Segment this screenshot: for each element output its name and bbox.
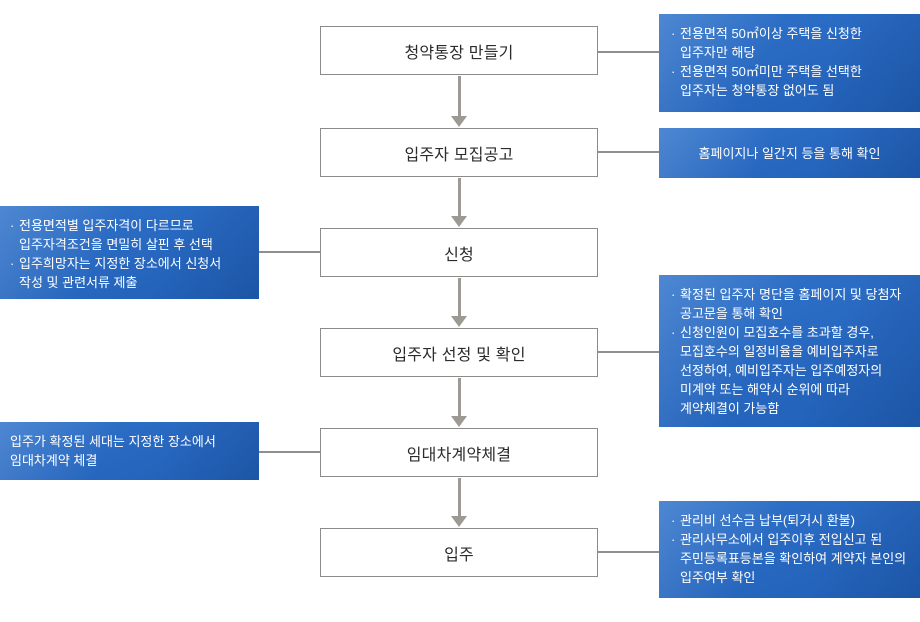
callout-text: 전용면적 50㎡미만 주택을 선택한 입주자는 청약통장 없어도 됨	[680, 64, 862, 98]
callout-item: · 관리비 선수금 납부(퇴거시 환불)	[671, 511, 910, 530]
arrow-down-icon	[451, 478, 467, 527]
bullet: ·	[10, 218, 15, 233]
callout-item: · 전용면적별 입주자격이 다르므로 입주자격조건을 면밀히 살핀 후 선택	[10, 216, 249, 254]
callout-text: 신청인원이 모집호수를 초과할 경우, 모집호수의 일정비율을 예비입주자로 선…	[680, 325, 883, 416]
arrow-down-icon	[451, 178, 467, 227]
callout-application-note: · 전용면적별 입주자격이 다르므로 입주자격조건을 면밀히 살핀 후 선택 ·…	[0, 206, 259, 299]
callout-item: · 신청인원이 모집호수를 초과할 경우, 모집호수의 일정비율을 예비입주자로…	[671, 323, 910, 418]
connector-line	[598, 351, 659, 353]
flow-step-label: 임대차계약체결	[406, 446, 512, 464]
callout-recruitment-notice-note: 홈페이지나 일간지 등을 통해 확인	[659, 128, 920, 178]
arrow-down-icon	[451, 278, 467, 327]
connector-line	[598, 551, 659, 553]
callout-text: 관리사무소에서 입주이후 전입신고 된 주민등록표등본을 확인하여 계약자 본인…	[680, 532, 907, 585]
flow-step-subscription-account: 청약통장 만들기	[320, 26, 598, 75]
arrow-line	[457, 76, 461, 116]
flow-step-label: 입주	[444, 546, 474, 564]
callout-selection-note: · 확정된 입주자 명단을 홈페이지 및 당첨자 공고문을 통해 확인 · 신청…	[659, 275, 920, 427]
callout-item: · 전용면적 50㎡이상 주택을 신청한 입주자만 해당	[671, 24, 910, 62]
bullet: ·	[671, 532, 676, 547]
bullet: ·	[671, 513, 676, 528]
flow-step-label: 청약통장 만들기	[404, 44, 514, 62]
flow-step-move-in: 입주	[320, 528, 598, 577]
arrow-line	[457, 178, 461, 216]
flow-step-lease-contract: 임대차계약체결	[320, 428, 598, 477]
flow-step-selection-confirmation: 입주자 선정 및 확인	[320, 328, 598, 377]
arrow-down-icon	[451, 378, 467, 427]
bullet: ·	[10, 256, 15, 271]
callout-lease-contract-note: 입주가 확정된 세대는 지정한 장소에서 임대차계약 체결	[0, 422, 259, 480]
bullet: ·	[671, 26, 676, 41]
bullet: ·	[671, 325, 676, 340]
arrow-line	[457, 278, 461, 316]
callout-item: 입주가 확정된 세대는 지정한 장소에서 임대차계약 체결	[10, 432, 249, 470]
callout-text: 관리비 선수금 납부(퇴거시 환불)	[680, 513, 855, 528]
callout-text: 전용면적별 입주자격이 다르므로 입주자격조건을 면밀히 살핀 후 선택	[19, 218, 213, 252]
callout-text: 입주희망자는 지정한 장소에서 신청서 작성 및 관련서류 제출	[19, 256, 222, 290]
flow-step-application: 신청	[320, 228, 598, 277]
callout-subscription-account-note: · 전용면적 50㎡이상 주택을 신청한 입주자만 해당 · 전용면적 50㎡미…	[659, 14, 920, 112]
flow-step-label: 입주자 모집공고	[404, 146, 514, 164]
arrow-head	[451, 416, 467, 427]
connector-line	[259, 251, 320, 253]
bullet: ·	[671, 64, 676, 79]
bullet: ·	[671, 287, 676, 302]
callout-item: · 입주희망자는 지정한 장소에서 신청서 작성 및 관련서류 제출	[10, 254, 249, 292]
arrow-head	[451, 516, 467, 527]
callout-item: · 전용면적 50㎡미만 주택을 선택한 입주자는 청약통장 없어도 됨	[671, 62, 910, 100]
callout-text: 홈페이지나 일간지 등을 통해 확인	[698, 145, 881, 161]
connector-line	[259, 451, 320, 453]
arrow-head	[451, 116, 467, 127]
arrow-line	[457, 378, 461, 416]
callout-text: 전용면적 50㎡이상 주택을 신청한 입주자만 해당	[680, 26, 862, 60]
connector-line	[598, 151, 659, 153]
callout-text: 확정된 입주자 명단을 홈페이지 및 당첨자 공고문을 통해 확인	[680, 287, 902, 321]
callout-item: · 관리사무소에서 입주이후 전입신고 된 주민등록표등본을 확인하여 계약자 …	[671, 530, 910, 587]
callout-text: 입주가 확정된 세대는 지정한 장소에서 임대차계약 체결	[10, 434, 216, 468]
connector-line	[598, 51, 659, 53]
arrow-head	[451, 316, 467, 327]
flow-step-label: 신청	[444, 246, 474, 264]
callout-move-in-note: · 관리비 선수금 납부(퇴거시 환불) · 관리사무소에서 입주이후 전입신고…	[659, 501, 920, 598]
callout-item: · 확정된 입주자 명단을 홈페이지 및 당첨자 공고문을 통해 확인	[671, 285, 910, 323]
arrow-down-icon	[451, 76, 467, 127]
arrow-head	[451, 216, 467, 227]
flow-step-label: 입주자 선정 및 확인	[392, 346, 526, 364]
flow-step-recruitment-notice: 입주자 모집공고	[320, 128, 598, 177]
arrow-line	[457, 478, 461, 516]
